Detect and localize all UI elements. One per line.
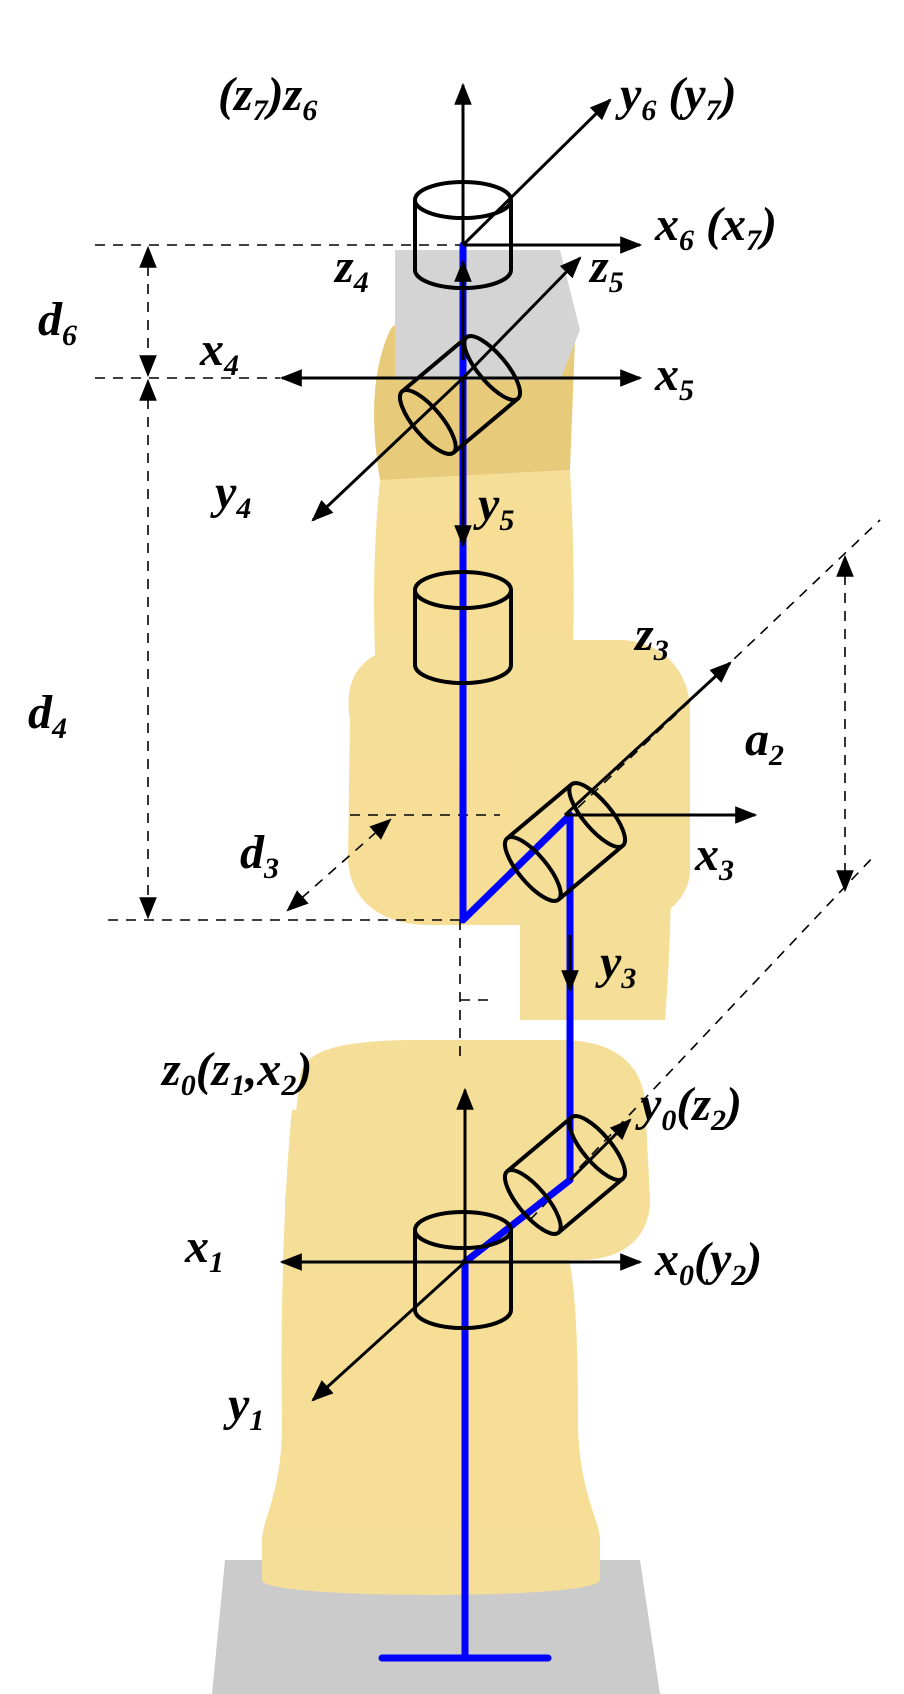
axis-y0	[568, 1118, 632, 1182]
coordinate-axes	[279, 82, 758, 1402]
label-z3: z3	[633, 608, 669, 667]
axis-y1	[311, 1260, 467, 1402]
robot-tool-flange	[395, 250, 580, 380]
label-y3: y3	[595, 936, 636, 995]
axis-z3	[563, 661, 732, 817]
label-x6-x7: x6 (x7)	[654, 198, 777, 257]
joint-2-cylinder	[502, 1114, 628, 1236]
joint-6-cylinder	[413, 570, 513, 685]
robot-shoulder	[285, 1040, 650, 1260]
d3-dimension-line	[286, 818, 392, 912]
label-y6-y7: y6 (y7)	[615, 68, 737, 127]
label-d6: d6	[38, 293, 77, 352]
label-y1: y1	[223, 1378, 264, 1437]
robot-forearm	[374, 470, 574, 730]
label-x4: x4	[199, 323, 239, 382]
axis-labels: (z7)z6 y6 (y7) x6 (x7) z4 z5 d6 x4 x5 y4…	[28, 68, 784, 1437]
label-y5: y5	[473, 478, 514, 537]
label-x5: x5	[654, 348, 694, 407]
label-z7-z6: (z7)z6	[218, 68, 317, 127]
label-x3: x3	[694, 828, 734, 887]
label-z0-z1-x2: z0(z1,x2)	[160, 1043, 312, 1102]
axis-y4	[311, 376, 465, 522]
label-z5: z5	[588, 240, 624, 299]
joint-3-cylinder	[502, 781, 628, 903]
label-z4: z4	[333, 240, 369, 299]
joint-1-cylinder	[413, 1210, 513, 1330]
axis-z5	[461, 256, 582, 380]
label-d4: d4	[28, 686, 67, 745]
label-y4: y4	[210, 466, 251, 525]
axis-y6	[461, 98, 612, 247]
dimension-arrows	[139, 245, 854, 920]
label-d3: d3	[240, 826, 279, 885]
label-x0-y2: x0(y2)	[654, 1233, 762, 1292]
label-x1: x1	[184, 1220, 224, 1279]
label-a2: a2	[745, 713, 784, 772]
label-y0-z2: y0(z2)	[635, 1078, 742, 1137]
